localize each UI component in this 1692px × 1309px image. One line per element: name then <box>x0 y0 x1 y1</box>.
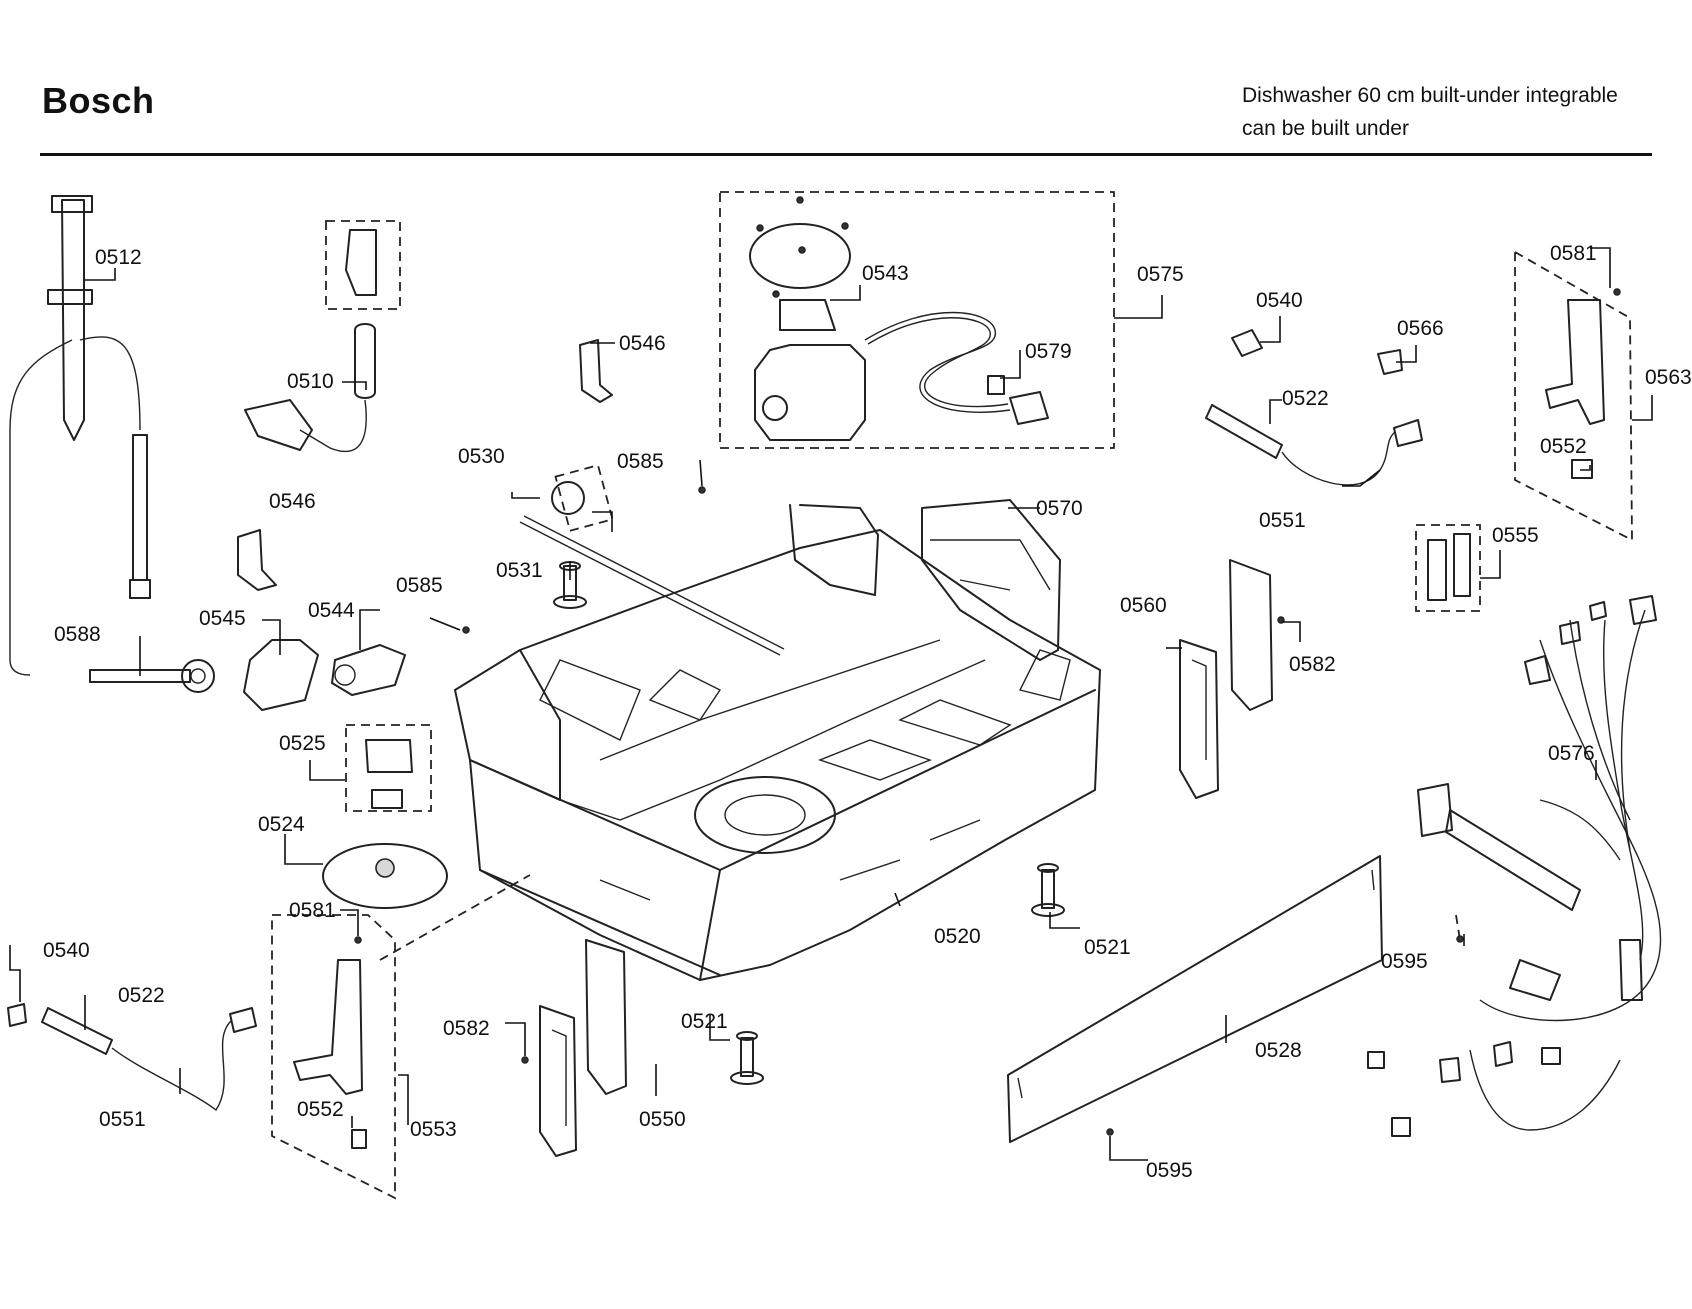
part-label-0555: 0555 <box>1492 524 1539 547</box>
drain-pipe-0588-drawing <box>89 659 215 693</box>
dashed-group-0575 <box>719 191 1115 449</box>
part-label-0510: 0510 <box>287 370 334 393</box>
part-label-0582: 0582 <box>1289 653 1336 676</box>
part-label-0546: 0546 <box>619 332 666 355</box>
heater-pump-assembly-drawing <box>749 196 1049 441</box>
part-label-0524: 0524 <box>258 813 305 836</box>
part-label-0522: 0522 <box>1282 387 1329 410</box>
part-label-0552: 0552 <box>1540 435 1587 458</box>
header-divider <box>40 153 1652 156</box>
part-label-0520: 0520 <box>934 925 981 948</box>
control-module-0570-drawing <box>921 499 1061 661</box>
part-label-0585: 0585 <box>617 450 664 473</box>
part-label-0595-lower: 0595 <box>1146 1159 1193 1182</box>
sensor-0545-0544-drawing <box>243 639 406 711</box>
clip-0546-drawing <box>237 339 613 591</box>
part-label-0512: 0512 <box>95 246 142 269</box>
part-label-0531: 0531 <box>496 559 543 582</box>
hinge-group-0553-drawing <box>271 914 396 1200</box>
part-label-0540: 0540 <box>1256 289 1303 312</box>
part-label-0522-lower: 0522 <box>118 984 165 1007</box>
hinge-bracket-0560-drawing <box>1179 559 1285 799</box>
part-label-0525: 0525 <box>279 732 326 755</box>
model-description-line1: Dishwasher 60 cm built-under integrable <box>1242 84 1618 107</box>
part-label-0546-lower: 0546 <box>269 490 316 513</box>
model-description-line2: can be built under <box>1242 117 1409 140</box>
part-label-0551: 0551 <box>1259 509 1306 532</box>
foot-screw-0521-drawing <box>730 863 1065 1085</box>
part-label-0563: 0563 <box>1645 366 1692 389</box>
kick-plate-0528-drawing <box>1007 855 1383 1143</box>
part-label-0576: 0576 <box>1548 742 1595 765</box>
clip-0540-0566-drawing <box>1231 329 1403 375</box>
part-label-0553: 0553 <box>410 1118 457 1141</box>
part-label-0582-lower: 0582 <box>443 1017 490 1040</box>
part-label-0585-lower: 0585 <box>396 574 443 597</box>
part-label-0595: 0595 <box>1381 950 1428 973</box>
disc-0524-drawing <box>322 843 448 909</box>
part-label-0521-lower: 0521 <box>681 1010 728 1033</box>
hinge-spring-0522-drawing <box>1205 404 1423 486</box>
part-label-0581: 0581 <box>1550 242 1597 265</box>
latch-0555-drawing <box>1415 524 1481 612</box>
part-label-0566: 0566 <box>1397 317 1444 340</box>
part-label-0528: 0528 <box>1255 1039 1302 1062</box>
part-label-0530: 0530 <box>458 445 505 468</box>
part-label-0551-lower: 0551 <box>99 1108 146 1131</box>
impeller-0530-drawing <box>519 464 785 656</box>
part-label-0550: 0550 <box>639 1108 686 1131</box>
leader-lines <box>9 247 1653 1161</box>
part-label-0581-lower: 0581 <box>289 899 336 922</box>
part-label-0544: 0544 <box>308 599 355 622</box>
brand-title: Bosch <box>42 80 155 121</box>
part-label-0540-lower: 0540 <box>43 939 90 962</box>
part-label-0560: 0560 <box>1120 594 1167 617</box>
part-labels: 0512 0510 0546 0543 0575 0579 0540 0566 … <box>43 242 1692 1182</box>
part-label-0588: 0588 <box>54 623 101 646</box>
wiring-harness-0576-drawing <box>1367 595 1662 1137</box>
hinge-bracket-0550-drawing <box>521 939 627 1157</box>
part-label-0521: 0521 <box>1084 936 1131 959</box>
spray-tube-drawing <box>9 195 151 676</box>
part-label-0545: 0545 <box>199 607 246 630</box>
part-label-0570: 0570 <box>1036 497 1083 520</box>
part-label-0552-lower: 0552 <box>297 1098 344 1121</box>
part-label-0575: 0575 <box>1137 263 1184 286</box>
hinge-group-0563-drawing <box>1514 250 1633 542</box>
hinge-spring-0522-left-drawing <box>7 1003 257 1112</box>
base-frame-drawing <box>454 504 1101 981</box>
part-label-0543: 0543 <box>862 262 909 285</box>
inlet-hose-connector-drawing <box>244 220 401 453</box>
valve-0525-drawing <box>345 724 432 812</box>
part-label-0579: 0579 <box>1025 340 1072 363</box>
